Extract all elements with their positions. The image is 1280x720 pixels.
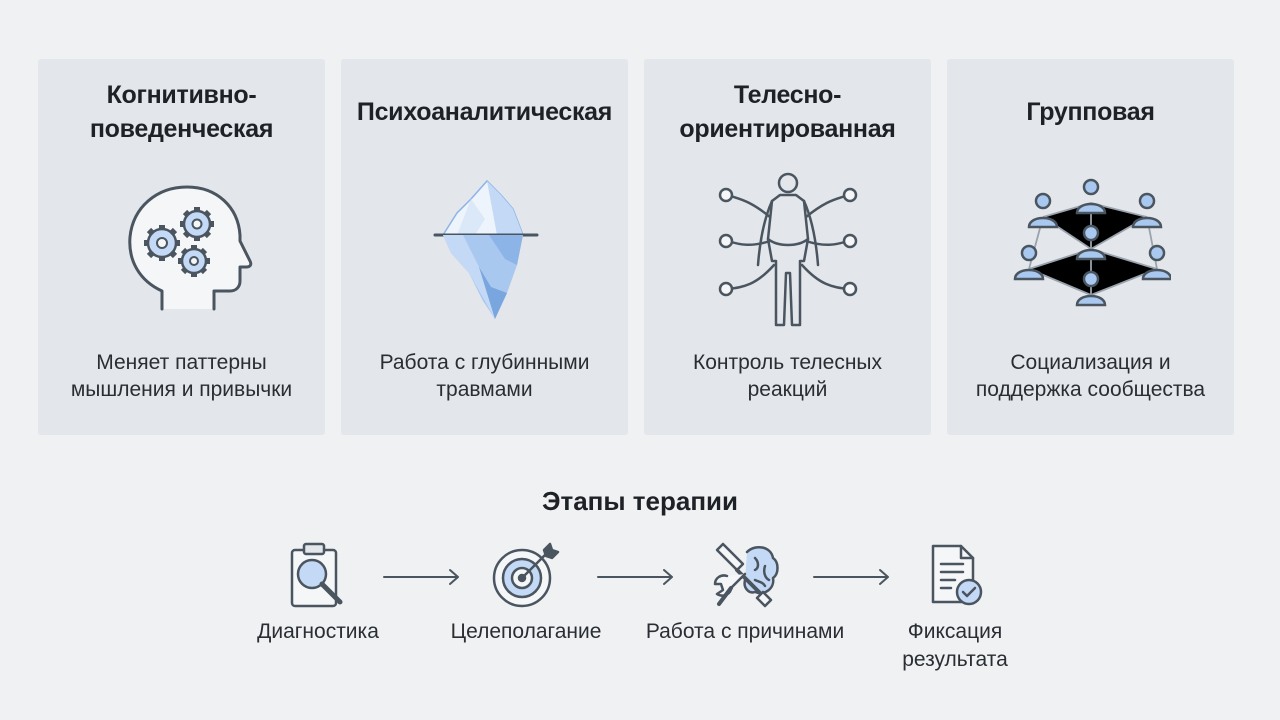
stage-label: Фиксация результата <box>902 620 1008 671</box>
arrow-icon <box>812 567 892 587</box>
therapy-card-cognitive: Когнитивно- поведенческая Меняет паттерн… <box>38 59 325 435</box>
card-description: Работа с глубинными травмами <box>379 351 590 401</box>
card-description: Социализация и поддержка сообщества <box>975 351 1206 401</box>
card-description: Контроль телесных реакций <box>692 351 883 401</box>
therapy-card-group: Групповая Социализация и поддержка сообщ… <box>947 59 1234 435</box>
stage-label: Работа с причинами <box>645 620 845 643</box>
head-gears-icon <box>102 169 262 329</box>
iceberg-icon <box>405 169 565 329</box>
body-network-icon <box>708 169 868 329</box>
stage-goal-setting: Целеполагание <box>416 540 636 680</box>
card-title: Психоаналитическая <box>356 98 613 126</box>
stage-label: Диагностика <box>257 620 379 643</box>
stage-diagnostics: Диагностика <box>208 540 428 680</box>
card-description: Меняет паттерны мышления и привычки <box>70 351 293 401</box>
tools-brain-icon <box>709 540 781 612</box>
therapy-card-body-oriented: Телесно- ориентированная Контроль тел <box>644 59 931 435</box>
stage-fixing-results: Фиксация результата <box>845 540 1065 680</box>
document-check-icon <box>919 540 991 612</box>
group-network-icon <box>1011 169 1171 329</box>
target-arrow-icon <box>490 540 562 612</box>
arrow-icon <box>596 567 676 587</box>
card-title: Телесно- ориентированная <box>679 81 896 143</box>
clipboard-magnifier-icon <box>282 540 354 612</box>
card-title: Групповая <box>1026 98 1155 126</box>
arrow-icon <box>382 567 462 587</box>
stage-label: Целеполагание <box>450 620 602 643</box>
stage-working-with-causes: Работа с причинами <box>635 540 855 680</box>
card-title: Когнитивно- поведенческая <box>89 81 274 143</box>
stages-title: Этапы терапии <box>541 486 739 516</box>
therapy-card-psychoanalytic: Психоаналитическая Работа с глубинными т… <box>341 59 628 435</box>
